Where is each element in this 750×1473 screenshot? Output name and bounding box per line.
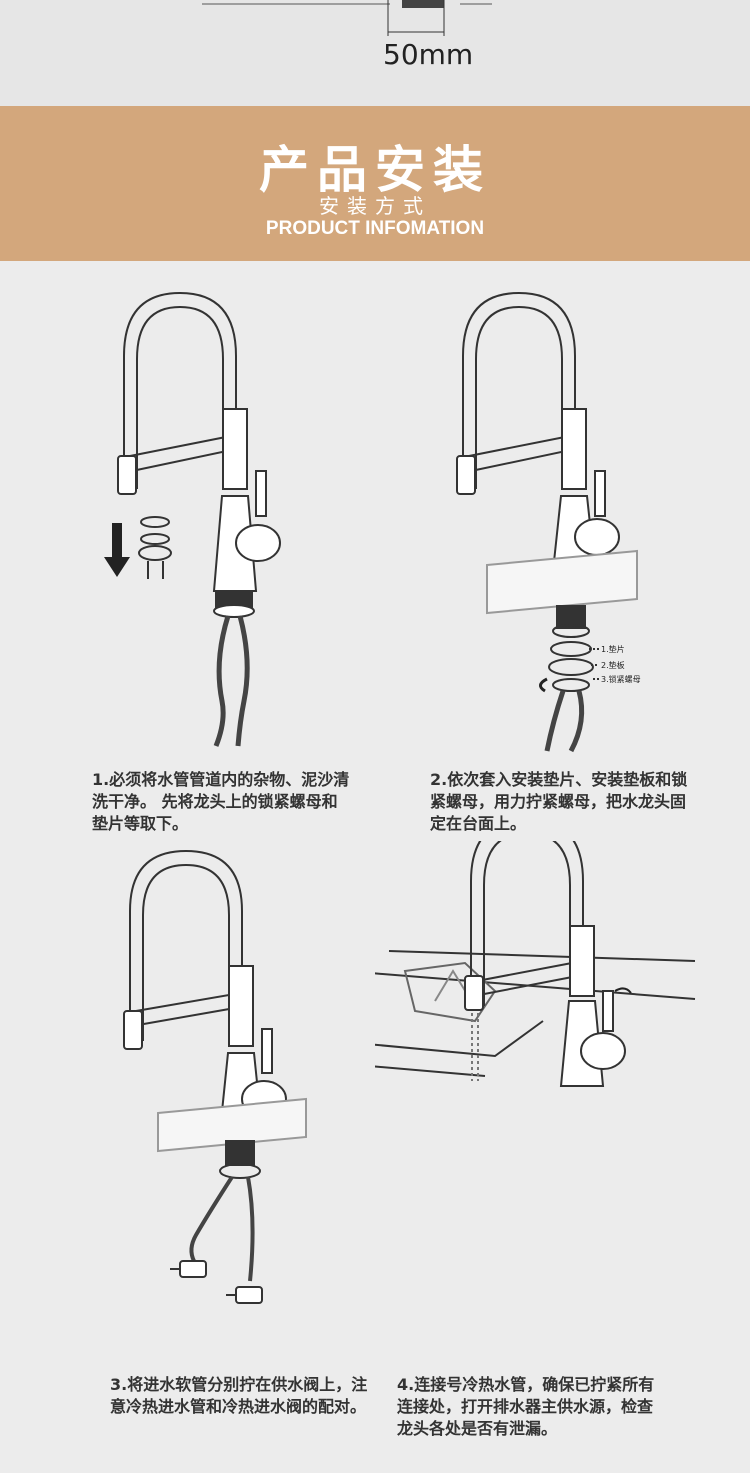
dimension-drawing <box>0 0 750 106</box>
banner-english-title: PRODUCT INFOMATION <box>0 218 750 240</box>
label-plate: 2.垫板 <box>601 660 625 670</box>
install-steps: 1.垫片 2.垫板 3.锁紧螺母 <box>0 261 750 1473</box>
step2-caption: 2.依次套入安装垫片、安装垫板和锁紧螺母，用力拧紧螺母，把水龙头固定在台面上。 <box>430 769 690 835</box>
step2-illustration: 1.垫片 2.垫板 3.锁紧螺母 <box>375 261 750 761</box>
label-lock-nut: 3.锁紧螺母 <box>601 674 641 684</box>
dimension-label: 50mm <box>383 38 473 71</box>
step3-illustration <box>0 841 375 1341</box>
step3-caption: 3.将进水软管分别拧在供水阀上，注意冷热进水管和冷热进水阀的配对。 <box>110 1374 370 1418</box>
down-arrow-icon <box>104 523 130 577</box>
step1-illustration <box>0 261 375 761</box>
section-banner: 产品安装 安装方式 PRODUCT INFOMATION <box>0 106 750 261</box>
dimension-strip: 50mm <box>0 0 750 106</box>
step1-caption: 1.必须将水管管道内的杂物、泥沙清洗干净。 先将龙头上的锁紧螺母和垫片等取下。 <box>92 769 352 835</box>
step4-illustration <box>375 841 750 1341</box>
step4-caption: 4.连接号冷热水管，确保已拧紧所有连接处，打开排水器主供水源，检查龙头各处是否有… <box>397 1374 657 1440</box>
label-washer: 1.垫片 <box>601 644 625 654</box>
banner-subtitle: 安装方式 <box>0 190 750 219</box>
